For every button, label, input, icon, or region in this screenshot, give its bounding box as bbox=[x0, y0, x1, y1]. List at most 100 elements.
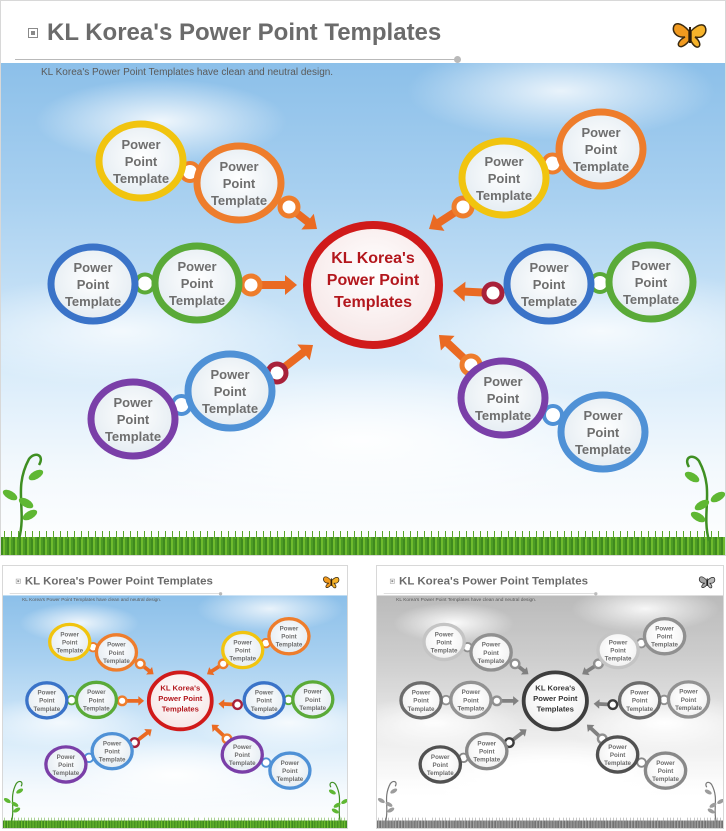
node-label-line: Template bbox=[202, 401, 258, 416]
sprout-leaf bbox=[690, 511, 706, 523]
node-label-line: Template bbox=[408, 706, 435, 713]
arrow-ring bbox=[491, 695, 503, 707]
node-bubble bbox=[267, 617, 311, 656]
sprout-leaf bbox=[707, 808, 715, 814]
center-label-line: KL Korea's bbox=[535, 683, 575, 692]
node-label-line: Point bbox=[62, 639, 77, 646]
node-bubble bbox=[151, 242, 243, 324]
title-square-icon bbox=[28, 28, 38, 38]
title-rule-dot bbox=[454, 56, 461, 63]
node-bubble bbox=[90, 731, 134, 771]
link-ring bbox=[66, 694, 77, 706]
node-label-line: Power bbox=[38, 690, 57, 697]
slide-header: KL Korea's Power Point Templates bbox=[1, 1, 725, 63]
sprout-leaf bbox=[717, 798, 723, 805]
sprout-stem bbox=[17, 453, 43, 540]
sprout-leaf bbox=[18, 497, 34, 509]
link-ring bbox=[134, 272, 156, 295]
node-label-line: Power bbox=[631, 258, 670, 273]
node-bubble bbox=[469, 633, 513, 672]
node-label-line: Template bbox=[277, 776, 304, 783]
arrow-head bbox=[582, 667, 590, 676]
slide-header: KL Korea's Power Point Templates bbox=[3, 566, 347, 596]
center-bubble bbox=[303, 221, 443, 349]
node-bubble bbox=[422, 622, 466, 662]
node-label-line: Power bbox=[679, 689, 698, 696]
arrow-head bbox=[453, 281, 466, 302]
arrow-ring bbox=[239, 273, 263, 297]
plant-sprout-icon bbox=[2, 453, 44, 540]
connector-arrow-icon bbox=[582, 658, 604, 676]
node-label-line: Point bbox=[235, 752, 250, 759]
node-label-line: Point bbox=[479, 749, 495, 756]
connector-arrow-icon bbox=[134, 658, 154, 675]
grass-strip bbox=[377, 817, 723, 828]
thumbnail-color[interactable]: KL Korea's Power Point Templates KL Kore… bbox=[2, 565, 348, 829]
thumbnail-grayscale[interactable]: KL Korea's Power Point Templates KL Kore… bbox=[376, 565, 724, 829]
node-label-line: Point bbox=[125, 154, 158, 169]
node-label-line: Power bbox=[280, 626, 299, 633]
sprout-stem bbox=[705, 781, 717, 823]
node-label-line: Template bbox=[573, 159, 629, 174]
sprout-leaf bbox=[22, 509, 38, 521]
node-label-line: Template bbox=[99, 757, 126, 764]
node-bubble bbox=[220, 735, 264, 774]
node-label-line: Template bbox=[53, 770, 80, 777]
arrow-ring bbox=[509, 658, 521, 670]
sprout-stem bbox=[329, 781, 342, 823]
arrow-ring bbox=[451, 195, 475, 219]
center-label-line: Power Point bbox=[327, 272, 420, 289]
node-label-line: Template bbox=[229, 655, 256, 662]
node-label-line: Template bbox=[299, 705, 326, 712]
center-label-line: Templates bbox=[537, 704, 574, 713]
node-label-line: Power bbox=[113, 395, 152, 410]
node-label-line: Point bbox=[305, 697, 320, 704]
node-label-line: Point bbox=[235, 647, 250, 654]
